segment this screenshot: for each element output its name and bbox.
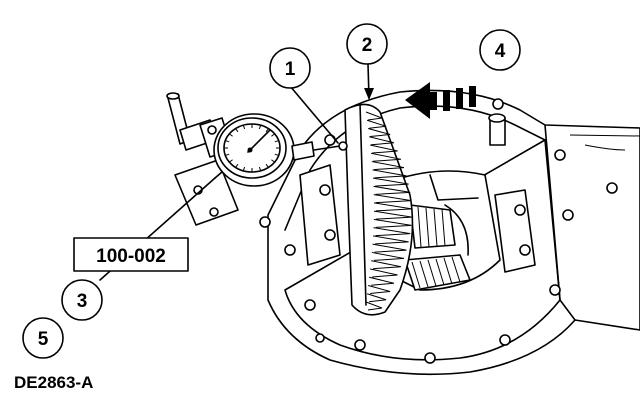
callout-5: 5 — [22, 317, 64, 359]
dial-indicator-icon — [166, 92, 348, 226]
dial-tick — [242, 166, 246, 171]
callout-1: 1 — [269, 47, 311, 89]
dial-tick — [258, 125, 262, 130]
differential-case — [394, 170, 501, 291]
dial-tick — [258, 166, 262, 171]
figure-id: DE2863-A — [14, 373, 93, 392]
ring-gear-tooth — [373, 177, 409, 187]
tool-number-label: 100-002 — [96, 246, 166, 267]
ring-gear-tooth — [373, 218, 412, 228]
dial-tick — [265, 128, 269, 133]
ring-gear-tooth — [370, 144, 398, 154]
dial-tick — [229, 159, 233, 163]
ring-gear-tooth — [371, 161, 405, 171]
ring-gear-tooth — [366, 119, 387, 129]
side-gear — [409, 204, 456, 249]
dial-tick — [229, 133, 233, 137]
dial-tick — [235, 163, 239, 168]
ring-gear-tooth — [368, 128, 391, 138]
callout-3: 3 — [61, 279, 103, 321]
ring-gear-tooth — [370, 260, 402, 270]
callout-1-label: 1 — [285, 59, 296, 80]
ring-gear-tooth — [369, 136, 395, 146]
dial-tick — [274, 153, 279, 156]
callout-3-label: 3 — [77, 291, 88, 312]
dial-tick — [235, 128, 239, 133]
tool-number-box: 100-002 — [73, 237, 189, 272]
callout-2: 2 — [346, 23, 388, 65]
ring-gear-tooth — [366, 293, 387, 303]
ring-gear-tooth — [371, 251, 405, 261]
ring-gear-tooth — [365, 301, 383, 311]
ring-gear-tooth — [373, 185, 411, 195]
callout-2-label: 2 — [362, 35, 373, 56]
callout-4-label: 4 — [495, 41, 506, 62]
ring-gear-tooth — [373, 210, 413, 220]
dial-tick — [271, 159, 275, 163]
callout-5-label: 5 — [38, 329, 49, 350]
ring-gear-tooth — [369, 276, 395, 286]
ring-gear-tooth — [373, 194, 412, 204]
ring-gear-tooth — [373, 202, 413, 212]
housing-bolt-holes — [259, 98, 618, 364]
ring-gear-icon — [344, 103, 414, 316]
ring-gear-tooth — [372, 169, 407, 179]
callout-4: 4 — [479, 29, 521, 71]
ring-gear-tooth — [370, 268, 398, 278]
dial-tick — [242, 125, 246, 130]
dial-tick — [265, 163, 269, 168]
direction-arrow-icon — [405, 82, 476, 119]
ring-gear-tooth — [373, 227, 411, 237]
dial-tick — [271, 133, 275, 137]
dial-tick — [225, 140, 230, 143]
dial-tick — [225, 153, 230, 156]
ring-gear-tooth — [373, 235, 409, 245]
spider-gear — [404, 254, 471, 291]
ring-gear-tooth — [372, 243, 407, 253]
ring-gear-tooth — [368, 284, 391, 294]
dial-tick — [274, 140, 279, 143]
ring-gear-tooth — [365, 111, 383, 121]
ring-gear-tooth — [370, 152, 402, 162]
